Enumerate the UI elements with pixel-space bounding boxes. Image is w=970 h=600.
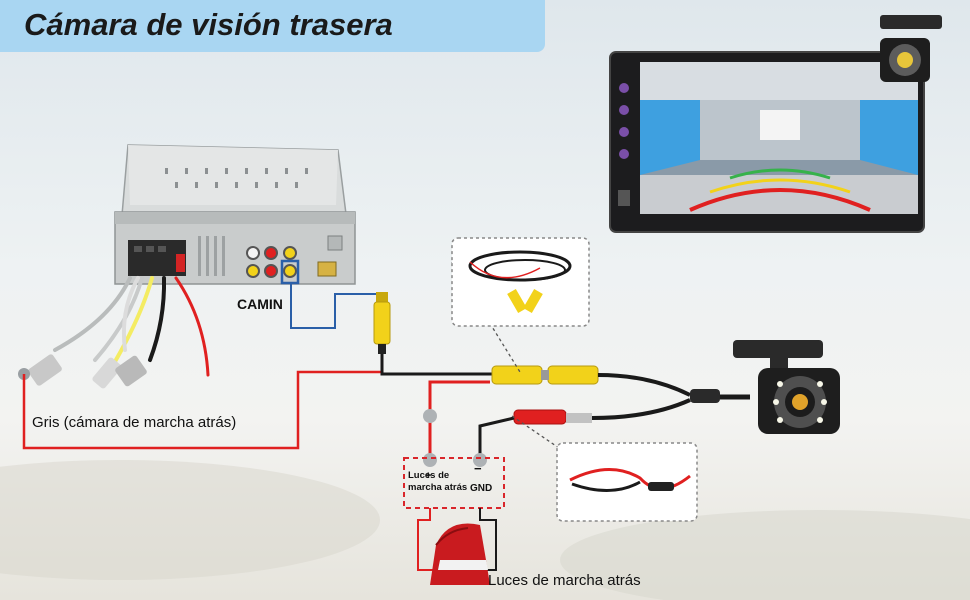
page-title: Cámara de visión trasera: [24, 7, 393, 42]
plus-sign: +: [425, 470, 431, 482]
monitor: [609, 51, 925, 233]
luces-terminal-label: Luces de marcha atrás: [408, 470, 468, 493]
luces-bottom-label: Luces de marcha atrás: [488, 572, 641, 589]
rca-jacks: [246, 246, 297, 278]
gnd-label: GND: [470, 483, 493, 494]
terminal-box: [403, 457, 505, 509]
camera-small: [880, 15, 942, 82]
radio-head-unit: [114, 144, 356, 285]
video-connectors: [491, 365, 599, 385]
inset-video-cable: [451, 237, 590, 327]
inset-power-cable: [556, 442, 698, 522]
gris-label: Gris (cámara de marcha atrás): [32, 414, 237, 431]
rca-plug-head: [373, 292, 391, 354]
minus-sign: −: [474, 461, 482, 476]
tail-light: [430, 523, 490, 585]
title-banner: Cámara de visión trasera: [0, 0, 545, 52]
camin-label: CAMIN: [237, 296, 283, 312]
camera-large: [733, 340, 840, 434]
